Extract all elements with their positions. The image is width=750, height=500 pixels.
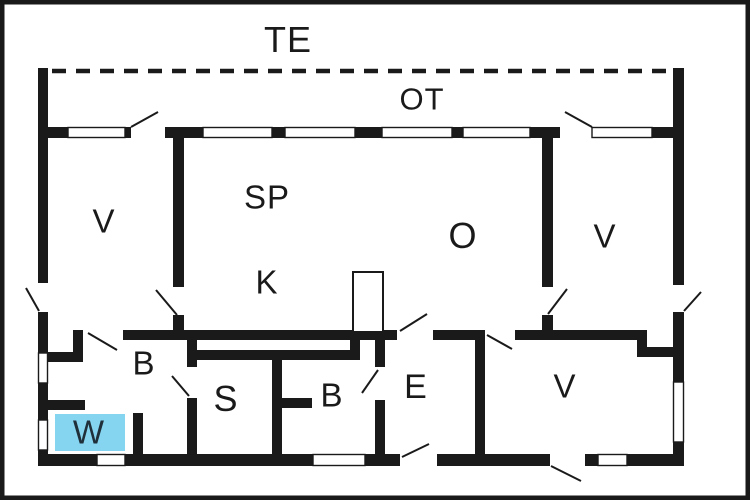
wall [542,138,553,287]
window-marker [462,126,531,139]
wall [627,454,684,466]
window-marker [284,126,356,139]
label-b-middle: B [320,376,344,414]
window-marker [202,126,273,139]
wall [73,330,83,362]
wall [637,330,647,357]
wall [125,454,313,466]
label-ot: OT [399,81,445,117]
wall [355,127,382,138]
window-marker [96,453,126,467]
wall [282,398,312,408]
door-swing [171,375,190,397]
interior-walls [38,138,673,460]
wall [38,312,48,353]
wall [187,398,197,456]
label-v-top-left: V [92,202,116,240]
label-b-left: B [132,344,156,382]
wall [585,454,598,466]
window-marker [37,419,49,451]
wall [673,312,684,382]
label-w: W [72,413,106,451]
label-s: S [213,378,239,419]
wall [515,330,647,340]
wall [173,138,184,287]
wall [272,352,282,460]
door-swing [683,291,702,312]
window-marker [597,453,628,467]
label-v-top-right: V [593,217,617,255]
wall [38,383,48,420]
window-marker [312,453,366,467]
wall [452,127,463,138]
wall [375,340,385,367]
wall [125,127,131,138]
wall [123,330,397,340]
label-sp: SP [243,178,291,216]
wall [647,347,673,357]
door-swing [399,313,428,332]
wall [38,68,48,283]
door-swing [550,465,582,482]
wall [530,127,560,138]
door-swing [486,334,513,350]
window-marker [37,352,49,384]
wall [433,330,485,340]
chimney-block [352,271,384,333]
wall [165,127,203,138]
door-swing [361,369,379,394]
windows [37,126,685,467]
wall [38,127,68,138]
wall [272,127,285,138]
wall [133,413,143,460]
label-terrace: TE [263,19,313,60]
wall [38,352,83,362]
window-marker [672,381,685,443]
window-marker [67,126,126,139]
wall [475,335,485,460]
wall [350,335,360,360]
wall [375,400,385,460]
door-swing [130,111,159,128]
wall [173,315,184,340]
wall [48,400,85,410]
door-swing [155,289,178,316]
wall [673,68,684,285]
door-swing [87,332,118,351]
wall [437,454,550,466]
wall [38,454,97,466]
wall [187,330,197,367]
door-swings [25,111,702,482]
wall [652,127,684,138]
exterior-walls [38,68,684,466]
label-e: E [404,368,428,406]
door-swing [401,443,430,458]
label-v-bottom-right: V [553,367,577,405]
label-o: O [448,215,478,256]
door-swing [25,287,40,312]
window-marker [381,126,453,139]
w-room-highlight [55,414,125,451]
window-marker [591,126,653,139]
door-swing [564,111,593,128]
wall [542,315,553,340]
label-k: K [255,263,279,301]
door-swing [547,288,568,315]
